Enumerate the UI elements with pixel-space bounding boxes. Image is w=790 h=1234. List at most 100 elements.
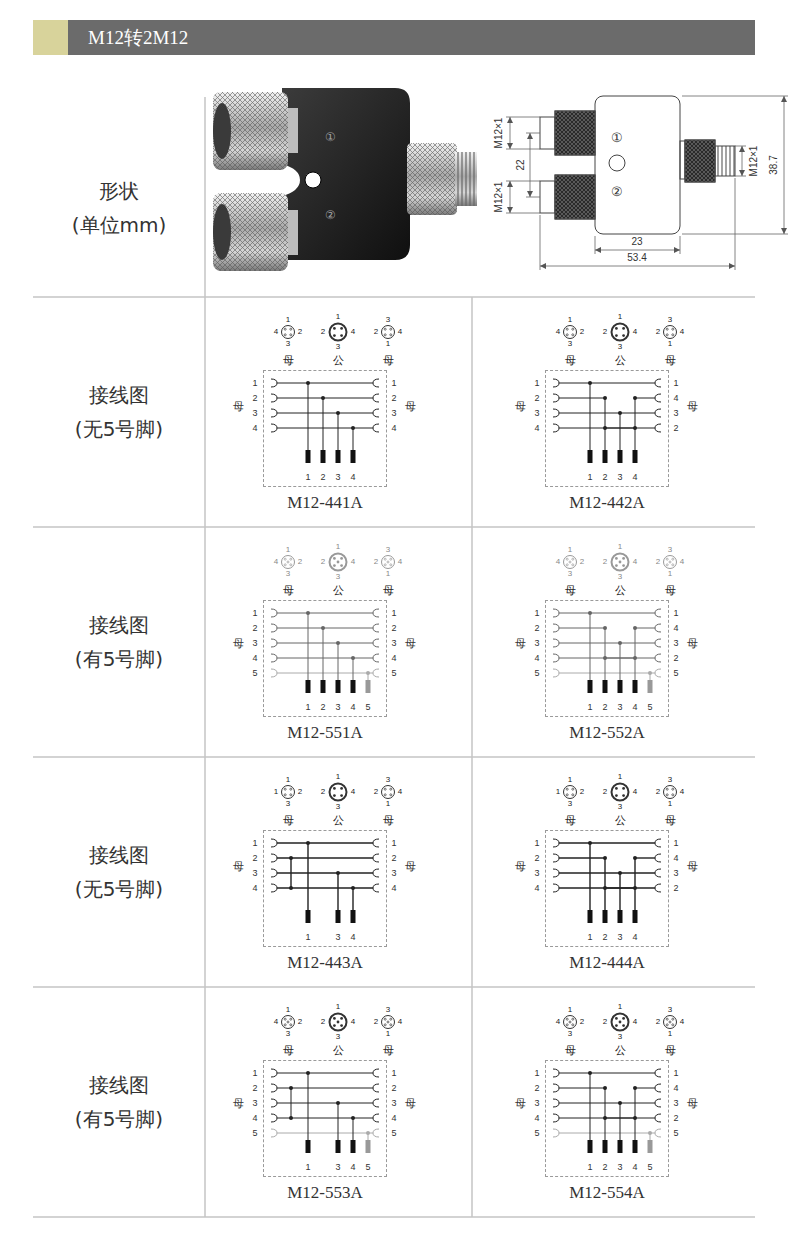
- socket-symbol: [655, 394, 661, 402]
- dimension-drawing: [609, 155, 625, 171]
- pin-contact: [648, 680, 653, 693]
- pin-contact: [618, 910, 623, 923]
- pin-number: 3: [534, 869, 539, 878]
- socket-symbol: [655, 1084, 661, 1092]
- junction-dot: [603, 856, 607, 860]
- wire: [559, 413, 655, 414]
- pin-contact: [306, 450, 311, 463]
- gender-label: 公: [333, 815, 344, 826]
- row-header-text: (无5号脚): [75, 417, 163, 441]
- product-photo: [282, 88, 418, 260]
- pin-dot: [290, 558, 292, 560]
- pin-dot: [672, 788, 674, 790]
- socket-symbol: [655, 1099, 661, 1107]
- pin-dot: [384, 328, 386, 330]
- socket-symbol: [373, 639, 379, 647]
- pin-dot: [622, 564, 625, 567]
- junction-dot: [618, 641, 622, 645]
- pin-number: 2: [391, 394, 396, 403]
- wiring-box: M12-443A: [263, 830, 387, 947]
- socket-symbol: [271, 639, 277, 647]
- product-photo: [407, 143, 457, 215]
- dimension-drawing: [540, 96, 735, 234]
- row-header-text: 接线图: [89, 1073, 149, 1097]
- pin-dot: [384, 1024, 386, 1026]
- junction-dot: [366, 671, 370, 675]
- pin-contact: [336, 680, 341, 693]
- title-bar: M12转2M12: [33, 20, 755, 55]
- wire: [605, 1088, 606, 1140]
- wire: [277, 842, 373, 843]
- pin-number: 5: [365, 1163, 370, 1172]
- pin-dot: [666, 564, 668, 566]
- socket-symbol: [553, 379, 559, 387]
- connector-face: [382, 1016, 395, 1029]
- pin-number: 2: [656, 558, 660, 566]
- gender-label: 母: [383, 815, 394, 826]
- pin-number: 4: [350, 933, 355, 942]
- pin-dot: [669, 561, 671, 563]
- pin-number: 1: [252, 379, 257, 388]
- junction-dot: [336, 411, 340, 415]
- pin-number: 1: [587, 473, 592, 482]
- socket-symbol: [271, 854, 277, 862]
- gender-label: 母: [515, 638, 526, 649]
- junction-dot: [321, 396, 325, 400]
- pin-number: 2: [391, 1084, 396, 1093]
- dimension-drawing: [595, 96, 680, 234]
- pin-number: 4: [680, 558, 684, 566]
- pin-dot: [384, 334, 386, 336]
- pin-dot: [572, 788, 574, 790]
- pin-number: 4: [673, 854, 678, 863]
- wiring-box: M12-441A: [263, 370, 387, 487]
- row-header-text: 形状: [99, 179, 139, 203]
- wire: [559, 383, 655, 384]
- junction-dot: [306, 841, 310, 845]
- wire: [559, 643, 655, 644]
- pin-number: 3: [568, 570, 572, 578]
- pin-dot: [333, 787, 336, 790]
- socket-symbol: [553, 609, 559, 617]
- junction-dot: [633, 856, 637, 860]
- dimension-line: [742, 146, 743, 176]
- product-photo: [455, 152, 477, 206]
- pin-number: 1: [286, 316, 290, 324]
- junction-dot: [603, 396, 607, 400]
- pin-number: 1: [668, 570, 672, 578]
- socket-symbol: [553, 669, 559, 677]
- pin-number: 3: [617, 1163, 622, 1172]
- pin-dot: [333, 794, 336, 797]
- pin-number: 1: [618, 773, 622, 781]
- pin-number: 2: [602, 703, 607, 712]
- socket-symbol: [271, 1069, 277, 1077]
- pin-number: 4: [673, 394, 678, 403]
- pin-dot: [615, 334, 618, 337]
- pin-dot: [666, 328, 668, 330]
- pin-contact: [633, 1140, 638, 1153]
- wire: [338, 413, 339, 450]
- socket-symbol: [373, 1069, 379, 1077]
- connector-face: [282, 786, 295, 799]
- pin-number: 3: [335, 473, 340, 482]
- pin-number: 2: [374, 788, 378, 796]
- wire: [559, 673, 655, 674]
- pin-contact: [618, 1140, 623, 1153]
- socket-symbol: [373, 1129, 379, 1137]
- row-header-text: (有5号脚): [75, 1107, 163, 1131]
- pin-number: 3: [286, 1030, 290, 1038]
- dimension-label: 22: [516, 159, 526, 170]
- pin-dot: [390, 558, 392, 560]
- pin-contact: [633, 450, 638, 463]
- socket-symbol: [373, 654, 379, 662]
- wire: [620, 643, 621, 680]
- junction-dot: [618, 411, 622, 415]
- wire: [589, 843, 590, 910]
- pin-number: 4: [391, 424, 396, 433]
- junction-dot: [351, 656, 355, 660]
- pin-dot: [666, 788, 668, 790]
- pin-number: 2: [673, 1114, 678, 1123]
- junction-dot: [633, 1116, 637, 1120]
- wire: [277, 658, 373, 659]
- socket-symbol: [271, 839, 277, 847]
- socket-symbol: [373, 394, 379, 402]
